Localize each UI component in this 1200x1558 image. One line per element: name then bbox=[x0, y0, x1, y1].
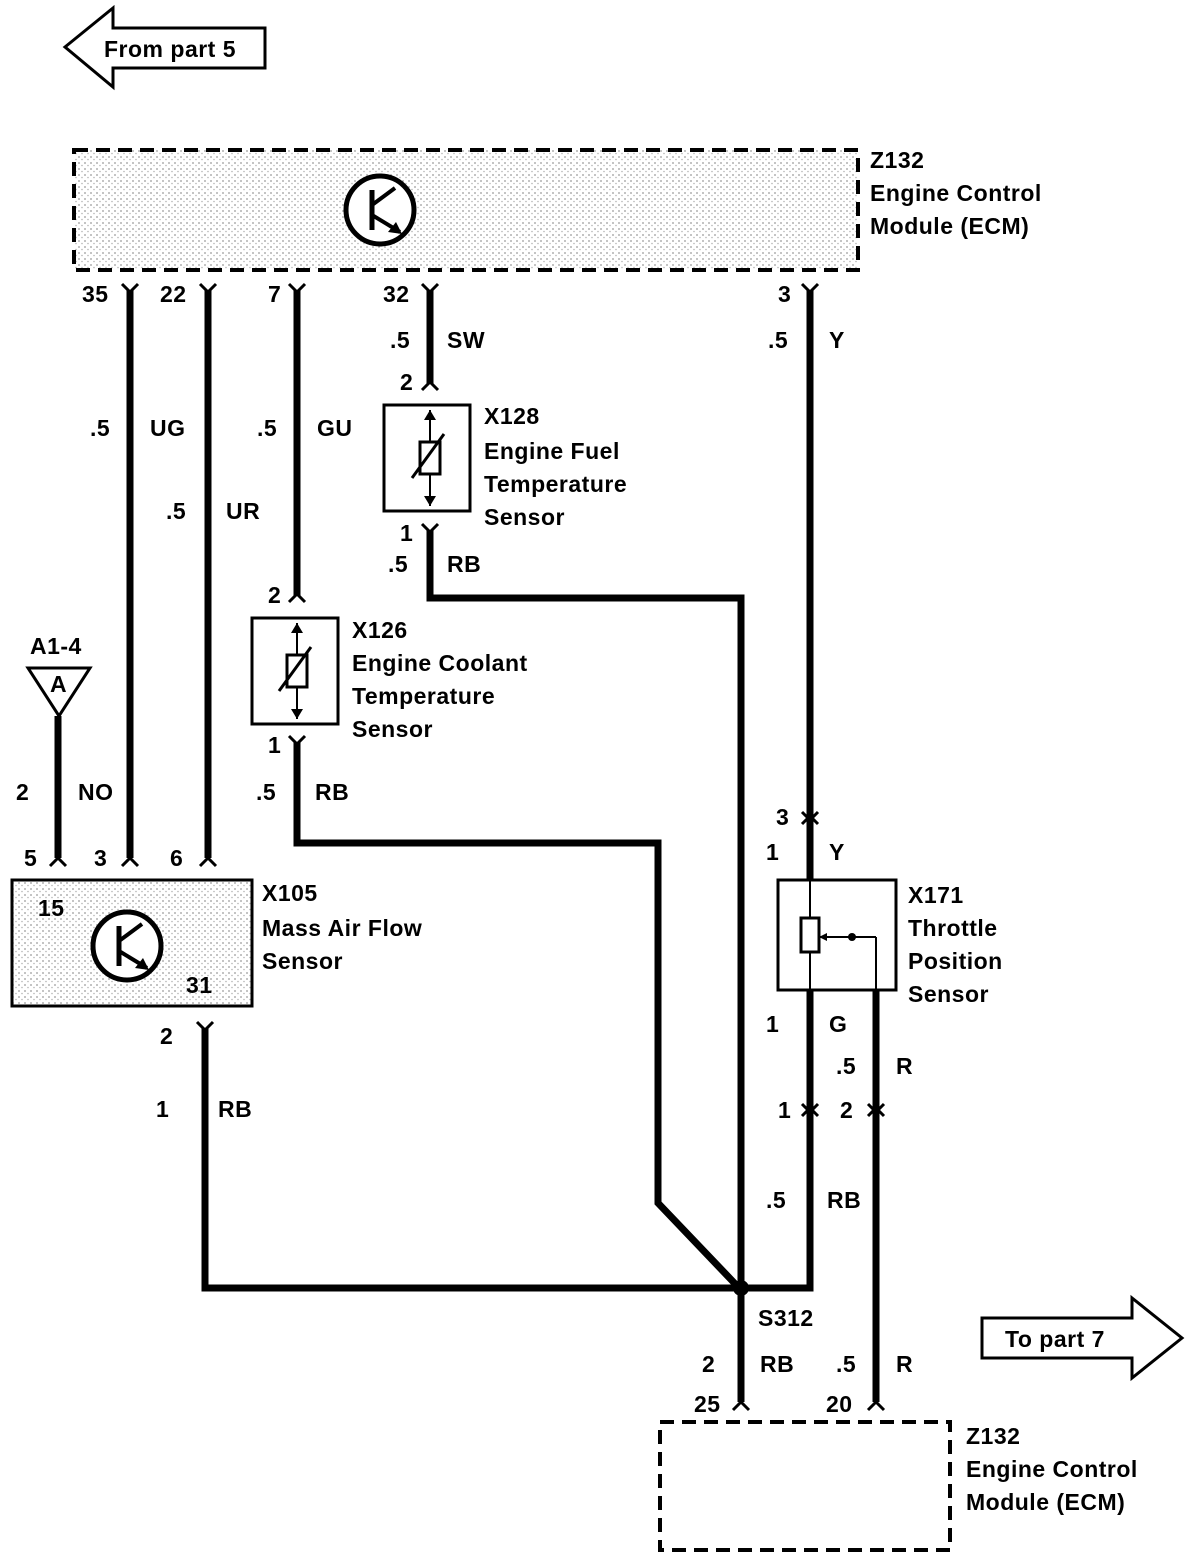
splice-s312-dot bbox=[733, 1280, 749, 1296]
ground-symbol: A bbox=[50, 671, 67, 697]
transistor-icon bbox=[343, 173, 417, 247]
tps-rb-color: RB bbox=[827, 1187, 861, 1213]
coolant-sensor-name3: Sensor bbox=[352, 716, 433, 742]
fuel-sensor-id: X128 bbox=[484, 403, 540, 429]
fuel-sensor-name1: Engine Fuel bbox=[484, 438, 620, 464]
throttle-position-sensor: 3 1 Y X171 Throttle Position Sensor 1 G … bbox=[766, 804, 1003, 1123]
ug-size: .5 bbox=[90, 415, 110, 441]
maf-pin-3: 3 bbox=[94, 845, 107, 871]
wire-rb-fuel bbox=[426, 530, 745, 1290]
to-part-label: To part 7 bbox=[1005, 1326, 1105, 1352]
maf-pin-6: 6 bbox=[170, 845, 183, 871]
sw-size: .5 bbox=[390, 327, 410, 353]
tps-conn-right: 2 bbox=[840, 1097, 853, 1123]
no-size: 2 bbox=[16, 779, 29, 805]
ecm-top-module: Z132 Engine Control Module (ECM) bbox=[72, 147, 1042, 272]
coolant-sensor-name1: Engine Coolant bbox=[352, 650, 528, 676]
ecm-pin-7: 7 bbox=[268, 281, 281, 307]
coolant-pin-top: 2 bbox=[268, 582, 281, 608]
r-bottom-color: R bbox=[896, 1351, 913, 1377]
gu-color: GU bbox=[317, 415, 353, 441]
tps-sensor-name3: Sensor bbox=[908, 981, 989, 1007]
ecm-top-id: Z132 bbox=[870, 147, 924, 173]
ground-point-a1-4: A1-4 A 2 NO bbox=[16, 633, 114, 805]
maf-sensor-id: X105 bbox=[262, 880, 318, 906]
maf-rb-size: 1 bbox=[156, 1096, 169, 1122]
coolant-sensor-id: X126 bbox=[352, 617, 408, 643]
ecm-top-name1: Engine Control bbox=[870, 180, 1042, 206]
gu-size: .5 bbox=[257, 415, 277, 441]
wire-rb-maf bbox=[201, 1028, 741, 1292]
transistor-icon bbox=[90, 909, 164, 983]
maf-sensor-name1: Mass Air Flow bbox=[262, 915, 422, 941]
tps-r-size: .5 bbox=[836, 1053, 856, 1079]
fuel-pin-bottom: 1 bbox=[400, 520, 413, 546]
coolant-sensor-name2: Temperature bbox=[352, 683, 495, 709]
fuel-rb-color: RB bbox=[447, 551, 481, 577]
maf-rb-color: RB bbox=[218, 1096, 252, 1122]
maf-inner-pin-15: 15 bbox=[38, 895, 65, 921]
ecm-bottom-module: Z132 Engine Control Module (ECM) bbox=[658, 1420, 1138, 1552]
from-part-label: From part 5 bbox=[104, 36, 236, 62]
maf-sensor: 5 3 6 15 31 X105 Mass Air Flow Sensor 2 … bbox=[10, 845, 422, 1122]
tps-g-color: G bbox=[829, 1011, 847, 1037]
splice-id: S312 bbox=[758, 1305, 814, 1331]
ug-color: UG bbox=[150, 415, 186, 441]
fuel-sensor-name2: Temperature bbox=[484, 471, 627, 497]
potentiometer-icon bbox=[799, 916, 821, 954]
tps-r-color: R bbox=[896, 1053, 913, 1079]
y-size: .5 bbox=[768, 327, 788, 353]
wire-rb-tps bbox=[741, 990, 814, 1292]
maf-pin-5: 5 bbox=[24, 845, 37, 871]
ground-triangle-icon bbox=[25, 666, 93, 719]
fuel-sensor-name3: Sensor bbox=[484, 504, 565, 530]
fuel-temp-sensor: 2 1 X128 Engine Fuel Temperature Sensor … bbox=[382, 369, 627, 577]
connector-marks bbox=[48, 282, 886, 1412]
tps-conn-pin-3: 3 bbox=[776, 804, 789, 830]
wire-rb-coolant bbox=[293, 742, 744, 1293]
no-color: NO bbox=[78, 779, 114, 805]
ecm-bottom-pin-20: 20 bbox=[826, 1391, 853, 1417]
ecm-pin-35: 35 bbox=[82, 281, 109, 307]
coolant-temp-sensor: 2 1 X126 Engine Coolant Temperature Sens… bbox=[250, 582, 528, 805]
ecm-bottom-name2: Module (ECM) bbox=[966, 1489, 1125, 1515]
ecm-pin-22: 22 bbox=[160, 281, 187, 307]
sw-color: SW bbox=[447, 327, 485, 353]
tps-rb-size: .5 bbox=[766, 1187, 786, 1213]
tps-sensor-name2: Position bbox=[908, 948, 1003, 974]
tps-pin-bottom-left: 1 bbox=[766, 1011, 779, 1037]
tps-pin-top: 1 bbox=[766, 839, 779, 865]
maf-sensor-name2: Sensor bbox=[262, 948, 343, 974]
coolant-rb-color: RB bbox=[315, 779, 349, 805]
fuel-rb-size: .5 bbox=[388, 551, 408, 577]
ecm-pin-32: 32 bbox=[383, 281, 410, 307]
wires bbox=[54, 290, 880, 1402]
ur-size: .5 bbox=[166, 498, 186, 524]
ground-id: A1-4 bbox=[30, 633, 82, 659]
s312-rb-color: RB bbox=[760, 1351, 794, 1377]
ecm-top-name2: Module (ECM) bbox=[870, 213, 1029, 239]
tps-y-color: Y bbox=[829, 839, 845, 865]
maf-inner-pin-31: 31 bbox=[186, 972, 213, 998]
tps-conn-left: 1 bbox=[778, 1097, 791, 1123]
tps-sensor-name1: Throttle bbox=[908, 915, 998, 941]
r-bottom-size: .5 bbox=[836, 1351, 856, 1377]
ecm-bottom-id: Z132 bbox=[966, 1423, 1020, 1449]
fuel-pin-top: 2 bbox=[400, 369, 413, 395]
maf-pin-bottom: 2 bbox=[160, 1023, 173, 1049]
thermistor-icon bbox=[418, 440, 442, 476]
ecm-bottom-pin-25: 25 bbox=[694, 1391, 721, 1417]
ur-color: UR bbox=[226, 498, 260, 524]
coolant-rb-size: .5 bbox=[256, 779, 276, 805]
s312-rb-size: 2 bbox=[702, 1351, 715, 1377]
to-part-arrow: To part 7 bbox=[980, 1294, 1185, 1382]
ecm-bottom-name1: Engine Control bbox=[966, 1456, 1138, 1482]
thermistor-icon bbox=[285, 653, 309, 689]
from-part-arrow: From part 5 bbox=[62, 4, 267, 91]
y-color: Y bbox=[829, 327, 845, 353]
coolant-pin-bottom: 1 bbox=[268, 732, 281, 758]
ecm-pin-3: 3 bbox=[778, 281, 791, 307]
tps-sensor-id: X171 bbox=[908, 882, 964, 908]
